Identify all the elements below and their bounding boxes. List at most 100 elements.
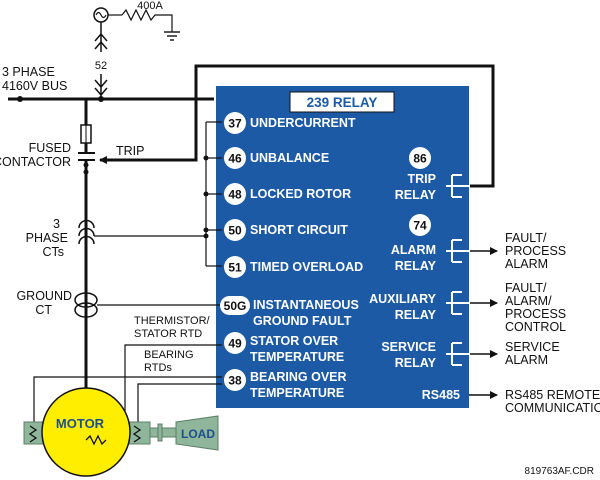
function-code-badge <box>224 332 246 354</box>
function-label-2: TEMPERATURE <box>250 350 344 364</box>
function-row-51: 51 TIMED OVERLOAD <box>224 256 363 278</box>
relay-title: 239 RELAY <box>307 95 378 110</box>
relay-contact-icon <box>446 174 470 198</box>
ct-junction-230 <box>203 227 209 233</box>
source-current-label: 400A <box>137 0 163 12</box>
bearing-rtd-icons <box>28 425 142 443</box>
thermistor-wire <box>124 344 222 428</box>
function-row-46: 46 UNBALANCE <box>224 147 329 169</box>
function-code-badge <box>224 219 246 241</box>
load-icon <box>175 415 219 451</box>
function-row-50: 50 SHORT CIRCUIT <box>224 219 348 241</box>
function-label: BEARING OVER <box>250 370 347 384</box>
relay-code-badge <box>409 214 431 236</box>
function-label: STATOR OVER <box>250 334 338 348</box>
relay-title-box <box>289 91 395 113</box>
auxiliary-output-line4: CONTROL <box>505 320 566 334</box>
bus-node-b <box>98 96 104 102</box>
function-label-2: TEMPERATURE <box>250 386 344 400</box>
function-label: LOCKED ROTOR <box>250 187 351 201</box>
ct-junction-158 <box>203 155 209 161</box>
relay-contact-icon <box>446 239 470 263</box>
relay-box <box>216 86 469 408</box>
relay-label-2: RELAY <box>395 356 437 370</box>
function-row-50g: 50G INSTANTANEOUS GROUND FAULT <box>220 296 359 328</box>
relay-code: 86 <box>413 152 427 166</box>
coupling-icon <box>157 423 163 442</box>
auxiliary-output-line1: FAULT/ <box>505 281 547 295</box>
relay-service: SERVICE RELAY <box>381 340 470 370</box>
grounding-resistor-icon <box>121 8 173 32</box>
rs485-output-line2: COMMUNICATION <box>505 401 600 415</box>
relay-code-badge <box>409 147 431 169</box>
breaker-top-chevron-icon <box>94 32 108 50</box>
load-label: LOAD <box>181 427 215 441</box>
relay-code: 74 <box>413 219 427 233</box>
bus-label-line1: 3 PHASE <box>2 65 55 79</box>
relay-label-2: RELAY <box>395 308 437 322</box>
figure-id: 819763AF.CDR <box>525 466 594 477</box>
cts-label-line1: 3 <box>53 217 60 231</box>
relay-label: ALARM <box>391 243 436 257</box>
ground-icon <box>164 31 180 41</box>
alarm-output-line3: ALARM <box>505 257 548 271</box>
contactor-node-top <box>83 162 89 168</box>
relay-alarm: 74 ALARM RELAY <box>391 214 470 273</box>
phase-ct-icon <box>78 219 95 245</box>
ground-ct-label-line1: GROUND <box>16 289 72 303</box>
relay-trip: 86 TRIP RELAY <box>395 147 470 202</box>
ground-ct-icon <box>74 292 98 318</box>
ct-junction-236 <box>203 233 209 239</box>
function-label: SHORT CIRCUIT <box>250 223 348 237</box>
relay-label-2: RELAY <box>395 259 437 273</box>
thermistor-label-line2: STATOR RTD <box>134 328 202 340</box>
bearing-label-line1: BEARING <box>144 349 194 361</box>
function-row-38: 38 BEARING OVER TEMPERATURE <box>224 369 347 400</box>
relay-contact-icon <box>446 342 470 366</box>
contactor-label-line2: CONTACTOR <box>0 155 71 169</box>
function-label: UNDERCURRENT <box>250 116 356 130</box>
motor-label: MOTOR <box>56 416 105 431</box>
function-code-badge <box>224 369 246 391</box>
relay-contact-icon <box>446 291 470 315</box>
rs485-label: RS485 <box>422 388 460 402</box>
ct-junction-194 <box>203 191 209 197</box>
cts-label-line2: PHASE <box>26 231 68 245</box>
relay-auxiliary: AUXILIARY RELAY <box>369 291 470 322</box>
breaker-label: 52 <box>95 60 107 72</box>
contactor-label-line1: FUSED <box>29 141 71 155</box>
relay-label: TRIP <box>408 172 436 186</box>
function-code: 37 <box>228 117 242 131</box>
function-label: TIMED OVERLOAD <box>250 260 363 274</box>
function-label: INSTANTANEOUS <box>253 298 359 312</box>
function-row-49: 49 STATOR OVER TEMPERATURE <box>224 332 344 364</box>
alarm-output-line2: PROCESS <box>505 244 566 258</box>
relay-label-2: RELAY <box>395 188 437 202</box>
relay-label: AUXILIARY <box>369 292 437 306</box>
motor-icon <box>41 387 131 477</box>
function-code-badge <box>224 183 246 205</box>
trip-label: TRIP <box>116 144 144 158</box>
function-code-badge <box>224 147 246 169</box>
bus-label-line2: 4160V BUS <box>2 79 67 93</box>
rs485-output-line1: RS485 REMOTE <box>505 388 600 402</box>
ground-ct-label-line2: CT <box>35 303 52 317</box>
shaft-icon <box>149 427 177 438</box>
relay-label: SERVICE <box>381 340 436 354</box>
function-code-badge <box>224 112 246 134</box>
function-code: 48 <box>228 188 242 202</box>
stator-rtd-icon <box>85 434 107 446</box>
ac-wave <box>95 11 107 19</box>
breaker-bottom-chevron-icon <box>94 79 108 97</box>
function-code-badge <box>224 256 246 278</box>
input-wires <box>206 121 222 267</box>
function-label-2: GROUND FAULT <box>253 314 352 328</box>
function-row-48: 48 LOCKED ROTOR <box>224 183 351 205</box>
cts-label-line3: CTs <box>42 245 64 259</box>
alarm-output-line1: FAULT/ <box>505 231 547 245</box>
bus-node-a <box>17 96 23 102</box>
bearing-rtd-wire-b <box>137 383 222 428</box>
function-code-badge <box>220 296 250 315</box>
